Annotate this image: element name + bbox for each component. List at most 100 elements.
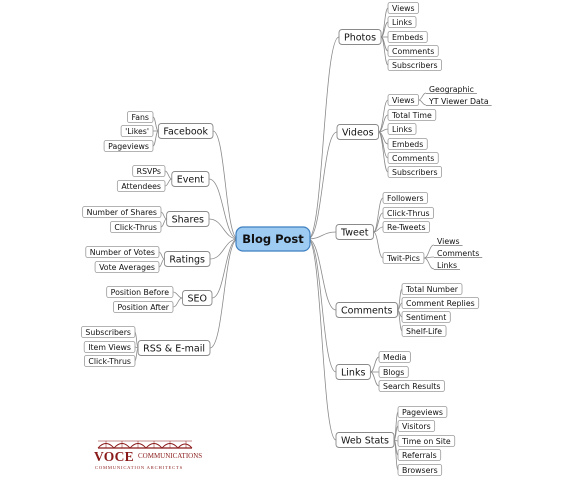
node-label: Vote Averages	[99, 263, 155, 272]
leaf-rss-item-views: Item Views	[83, 341, 136, 353]
edge-videos-subscribers	[378, 131, 389, 173]
node-label: Tweet	[340, 228, 369, 239]
node-label: Twit-Pics	[386, 254, 420, 263]
edge-root-webstats	[307, 238, 337, 441]
edge-seo-position-after	[172, 297, 183, 308]
node-box	[171, 171, 210, 187]
leaf-facebook-fans: Fans	[127, 111, 154, 123]
leaf-links-media: Media	[378, 351, 411, 363]
node-label: SEO	[187, 294, 207, 305]
node-box	[387, 45, 439, 57]
node-label: Geographic	[429, 85, 474, 94]
node-label: Comments	[437, 249, 479, 258]
node-label: Position Before	[111, 288, 170, 297]
node-box	[378, 380, 445, 392]
root-box	[235, 226, 311, 252]
node-label: Blogs	[383, 368, 404, 377]
leaf-links-blogs: Blogs	[378, 366, 409, 378]
node-box	[127, 111, 154, 123]
node-box	[387, 94, 419, 106]
node-box	[387, 109, 437, 121]
node-label: Ratings	[169, 255, 205, 266]
node-box	[106, 286, 174, 298]
node-box	[94, 261, 160, 273]
node-box	[335, 224, 374, 240]
node-box	[397, 435, 456, 447]
leaf-seo-position-before: Position Before	[106, 286, 174, 298]
node-box	[338, 29, 382, 45]
edge-videos-total-time	[378, 114, 389, 133]
branch-shares: Shares	[166, 211, 210, 227]
node-label: Embeds	[392, 33, 423, 42]
leaf-tweet-twit-pics: Twit-Pics	[382, 252, 425, 264]
edge-videos-views-geographic	[418, 92, 427, 101]
node-label: Links	[437, 261, 457, 270]
node-label: Total Number	[405, 285, 459, 294]
node-label: Comment Replies	[406, 299, 475, 308]
leaf-videos-total-time: Total Time	[387, 109, 437, 121]
node-box	[401, 325, 447, 337]
branch-ratings: Ratings	[163, 251, 211, 267]
node-box	[387, 152, 439, 164]
subleaf-videos-geographic: Geographic	[426, 85, 477, 94]
node-label: Subscribers	[85, 328, 131, 337]
root-node: Blog Post	[235, 226, 311, 252]
node-label: 'Likes'	[125, 127, 149, 136]
edge-root-facebook	[212, 130, 239, 240]
node-label: Shares	[172, 215, 204, 226]
node-label: Comments	[341, 306, 393, 317]
node-label: Comments	[392, 154, 434, 163]
leaf-event-attendees: Attendees	[116, 180, 166, 192]
logo-side-text: COMMUNICATIONS	[138, 452, 203, 460]
node-label: Number of Votes	[90, 248, 155, 257]
node-label: Event	[177, 175, 204, 186]
node-label: Links	[392, 125, 412, 134]
node-label: Browsers	[402, 466, 438, 475]
leaf-comments-comment-replies: Comment Replies	[401, 297, 480, 309]
edge-root-tweet	[307, 231, 337, 240]
node-box	[397, 464, 443, 476]
node-label: Media	[383, 353, 407, 362]
leaf-links-search-results: Search Results	[378, 380, 445, 392]
node-label: Web Stats	[341, 436, 389, 447]
leaf-photos-embeds: Embeds	[387, 31, 428, 43]
edge-tweet-twit-pics	[373, 231, 384, 259]
node-box	[335, 302, 398, 318]
node-label: Referrals	[402, 451, 437, 460]
subleaf-tweet-comments: Comments	[434, 249, 483, 258]
node-label: Position After	[117, 303, 169, 312]
leaf-shares-number-of-shares: Number of Shares	[82, 206, 162, 218]
node-label: Subscribers	[392, 61, 438, 70]
node-label: Click-Thrus	[88, 357, 131, 366]
edge-photos-subscribers	[380, 36, 389, 66]
node-box	[336, 124, 380, 140]
edge-root-comments	[307, 238, 337, 311]
leaf-shares-click-thrus: Click-Thrus	[110, 221, 162, 233]
edge-root-seo	[211, 238, 239, 299]
edge-root-rss	[209, 238, 239, 349]
node-box	[387, 123, 417, 135]
leaf-rss-subscribers: Subscribers	[81, 326, 136, 338]
node-label: YT Viewer Data	[428, 97, 489, 106]
edge-shares-number-of-shares	[160, 211, 167, 220]
node-label: Total Time	[391, 111, 432, 120]
leaf-videos-comments: Comments	[387, 152, 439, 164]
node-box	[401, 283, 463, 295]
node-label: Links	[341, 368, 365, 379]
node-label: Shelf-Life	[406, 327, 442, 336]
node-box	[397, 420, 436, 432]
leaf-webstats-referrals: Referrals	[397, 449, 442, 461]
node-box	[84, 355, 136, 367]
node-label: Sentiment	[406, 313, 446, 322]
node-label: Comments	[392, 47, 434, 56]
edge-ratings-number-of-votes	[158, 251, 165, 260]
node-label: Fans	[131, 113, 149, 122]
edge-rss-click-thrus	[134, 347, 139, 362]
node-label: RSVPs	[137, 167, 161, 176]
node-box	[387, 138, 428, 150]
node-label: Visitors	[402, 422, 431, 431]
node-box	[137, 340, 211, 356]
leaf-photos-comments: Comments	[387, 45, 439, 57]
node-label: Time on Site	[401, 437, 451, 446]
node-box	[387, 59, 442, 71]
